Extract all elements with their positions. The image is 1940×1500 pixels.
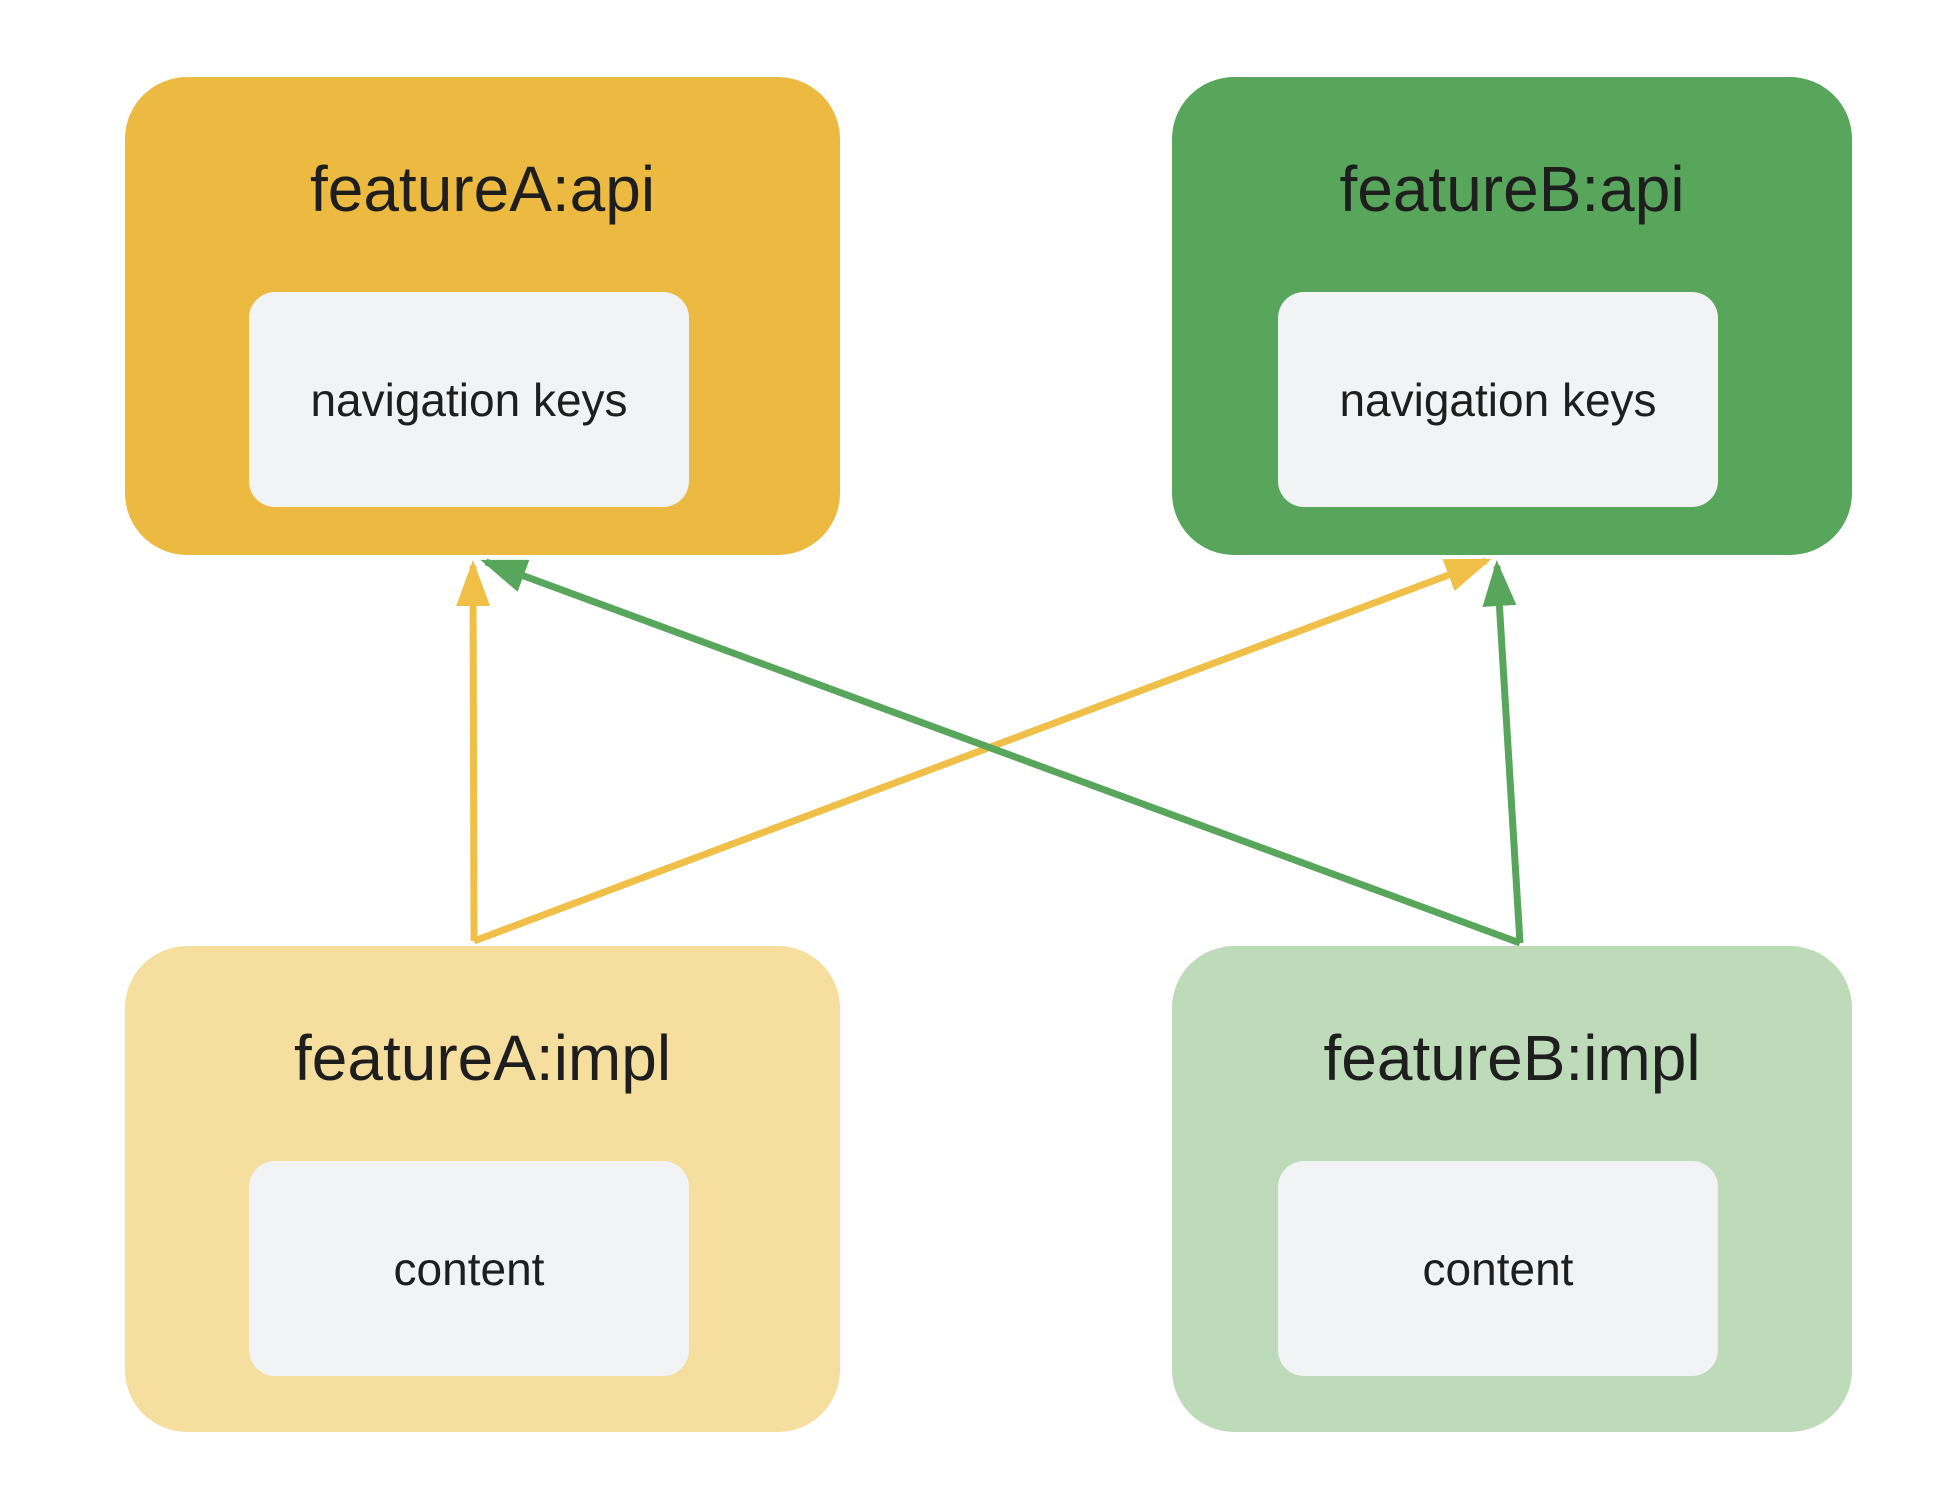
- arrow-featureA-impl-to-featureA-api: [456, 560, 491, 942]
- node-title-featureB-api: featureB:api: [1339, 153, 1685, 225]
- node-title-featureA-api: featureA:api: [309, 153, 656, 225]
- inner-label-navigation-keys: navigation keys: [1339, 373, 1657, 426]
- inner-box-featureB-api: navigation keys: [1278, 292, 1718, 507]
- node-featureB-impl: featureB:impl content: [1172, 946, 1852, 1432]
- inner-label-content: content: [393, 1242, 545, 1295]
- node-featureA-impl: featureA:impl content: [125, 946, 840, 1432]
- node-featureA-api: featureA:api navigation keys: [125, 77, 840, 555]
- inner-label-content: content: [1422, 1242, 1574, 1295]
- inner-label-navigation-keys: navigation keys: [310, 373, 628, 426]
- node-title-featureA-impl: featureA:impl: [293, 1022, 672, 1094]
- arrow-featureB-impl-to-featureA-api: [480, 558, 1522, 947]
- inner-box-featureA-api: navigation keys: [249, 292, 689, 507]
- arrow-featureA-impl-to-featureB-api: [472, 557, 1492, 945]
- node-featureB-api: featureB:api navigation keys: [1172, 77, 1852, 555]
- arrow-featureB-impl-to-featureB-api: [1482, 560, 1524, 944]
- node-title-featureB-impl: featureB:impl: [1323, 1022, 1701, 1094]
- inner-box-featureA-impl: content: [249, 1161, 689, 1376]
- inner-box-featureB-impl: content: [1278, 1161, 1718, 1376]
